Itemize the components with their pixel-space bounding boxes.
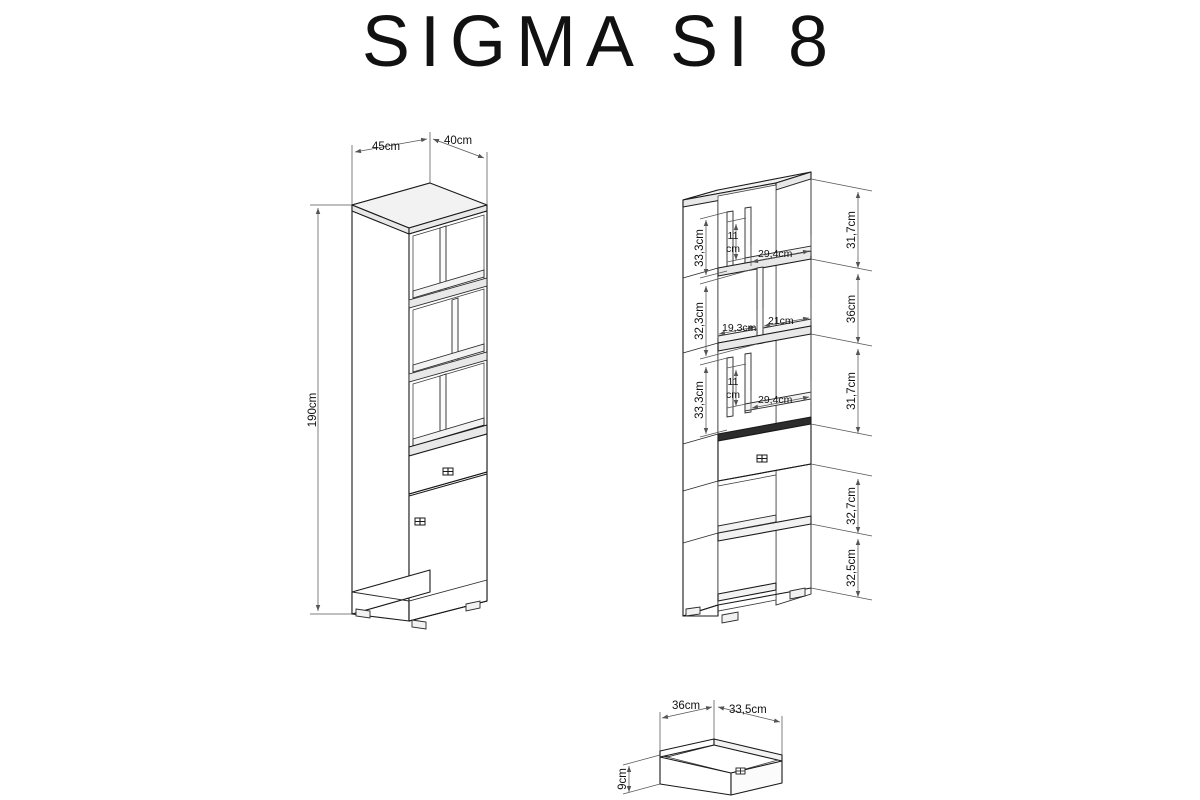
dim-niche2-width-right: 21cm	[768, 315, 794, 327]
interior-left-dimension-chain: 33,3cm 32,3cm 33,3cm	[694, 211, 758, 438]
interior-drawer-handle-icon[interactable]	[756, 454, 768, 463]
dim-niche3-height-line2: cm	[726, 389, 740, 401]
page-title: SIGMA SI 8	[361, 2, 839, 82]
cabinet-door[interactable]	[408, 473, 488, 622]
shelf-board-1	[412, 269, 485, 299]
dim-niche1-height-line2: cm	[726, 243, 740, 255]
dim-width-45: 45cm	[372, 141, 400, 153]
niche-1-inner-dimensions: 11 cm 29,4cm	[726, 217, 812, 266]
niche-3-inner-dimensions: 11 cm 29,4cm	[726, 363, 812, 412]
drawer-right-panel	[730, 760, 783, 796]
drawer-detail-top-dimensions: 36cm 33,5cm	[659, 700, 783, 755]
interior-right-dimension-chain: 31,7cm 36cm 31,7cm 32,7cm 32,5cm	[810, 178, 873, 601]
dim-niche2-width-left: 19,3cm	[722, 322, 757, 334]
shelf-board-2	[412, 343, 485, 373]
shelf-board-3	[412, 417, 485, 447]
shelf-niche-3	[412, 362, 485, 453]
drawer-detail-height-dimension: 9cm	[617, 754, 661, 795]
drawer-detail-group: 36cm 33,5cm 9cm	[617, 700, 783, 796]
interior-view-feet	[685, 587, 806, 624]
dim-drawer-width-36: 36cm	[672, 700, 700, 712]
front-view-top-dimensions: 45cm 40cm	[351, 132, 488, 205]
fixed-shelf-a	[408, 277, 488, 309]
drawer-detail-handle-icon[interactable]	[735, 767, 746, 775]
interior-lower-compartments	[682, 474, 812, 612]
dim-drawer-depth-335: 33,5cm	[729, 704, 767, 716]
dim-niche3-width: 29,4cm	[758, 394, 793, 406]
front-view-feet	[355, 600, 481, 630]
dim-left-1: 33,3cm	[694, 229, 706, 267]
door-handle-icon[interactable]	[414, 517, 426, 526]
interior-divider-2	[756, 266, 764, 345]
dim-height-190: 190cm	[307, 393, 319, 428]
interior-right-side-panel	[775, 178, 812, 606]
fixed-shelf-b	[408, 351, 488, 383]
dim-niche3-height-line1: 11	[728, 376, 739, 388]
front-view-group: 45cm 40cm 190cm	[307, 132, 488, 630]
dim-left-3: 33,3cm	[694, 381, 706, 419]
dim-niche1-width: 29,4cm	[758, 248, 793, 260]
dim-depth-40: 40cm	[444, 135, 472, 147]
interior-bottom-board	[717, 582, 777, 602]
front-view-height-dimension: 190cm	[307, 204, 352, 615]
dim-right-1: 31,7cm	[846, 211, 858, 249]
interior-divider-3	[726, 356, 734, 418]
dim-right-5: 32,5cm	[846, 549, 858, 587]
interior-view-group: 31,7cm 36cm 31,7cm 32,7cm 32,5cm 33,3cm …	[682, 171, 873, 624]
interior-lower-shelf-inner	[717, 514, 777, 534]
dim-right-2: 36cm	[846, 295, 858, 323]
dim-niche1-height-line1: 11	[728, 230, 739, 242]
front-plinth-left	[351, 569, 431, 615]
niche-2-inner-dimensions: 19,3cm 21cm	[717, 299, 812, 338]
dim-right-4: 32,7cm	[846, 487, 858, 525]
drawer-handle-icon[interactable]	[442, 467, 454, 476]
dim-left-2: 32,3cm	[694, 302, 706, 340]
dim-right-3: 31,7cm	[846, 372, 858, 410]
dim-drawer-height-9: 9cm	[617, 768, 629, 790]
